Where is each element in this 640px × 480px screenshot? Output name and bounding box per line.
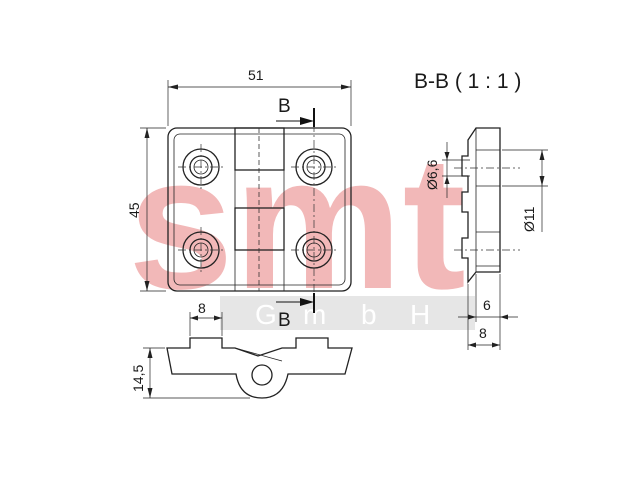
section-title: B-B ( 1 : 1 ) — [414, 70, 521, 93]
dimension-height — [140, 127, 166, 292]
dimension-height-label: 45 — [126, 202, 142, 218]
dimension-section-depth-inner — [458, 314, 518, 320]
hole-top-left — [178, 144, 224, 190]
section-cut-letter-top: B — [278, 96, 291, 117]
dimension-thickness — [143, 347, 250, 399]
dimension-section-depth-inner-label: 6 — [483, 297, 491, 313]
dimension-section-depth-outer — [468, 342, 500, 348]
dimension-thickness-label: 14,5 — [130, 365, 146, 392]
dimension-width-label: 51 — [248, 67, 264, 83]
dimension-counterbore-diameter — [502, 149, 548, 232]
section-cut-letter-bottom: B — [278, 310, 291, 331]
section-profile — [461, 127, 501, 284]
watermark-letter-h: H — [410, 299, 432, 330]
dimension-hole-diameter — [442, 142, 470, 198]
section-arrow-top — [276, 117, 314, 125]
dimension-hole-diameter-label: Ø6,6 — [424, 159, 440, 190]
side-view-hinge-line — [234, 347, 283, 362]
watermark-letter-m: m — [303, 299, 328, 330]
front-view: B B 51 45 — [126, 67, 352, 331]
side-view-pin — [251, 364, 273, 386]
knuckle-cutout-top — [234, 127, 285, 171]
section-view: B-B ( 1 : 1 ) Ø6,6 Ø11 — [414, 70, 548, 350]
watermark-band — [220, 296, 475, 330]
dimension-section-depth-outer-label: 8 — [479, 325, 487, 341]
side-view: 8 14,5 — [130, 300, 353, 399]
watermark-letter-g: G — [255, 299, 279, 330]
dimension-knuckle-label: 8 — [198, 300, 206, 316]
knuckle-cutout-middle — [234, 207, 285, 251]
watermark-letter-b: b — [361, 299, 379, 330]
side-view-body — [166, 337, 353, 399]
dimension-knuckle — [189, 312, 223, 336]
watermark-logo: smt — [128, 117, 466, 329]
dimension-counterbore-diameter-label: Ø11 — [521, 206, 537, 232]
dimension-width — [167, 80, 352, 126]
hole-bottom-left — [178, 227, 224, 273]
hinge-inner-outline — [173, 133, 346, 286]
watermark: smt G m b H — [128, 117, 475, 330]
section-arrow-bottom — [276, 298, 314, 306]
